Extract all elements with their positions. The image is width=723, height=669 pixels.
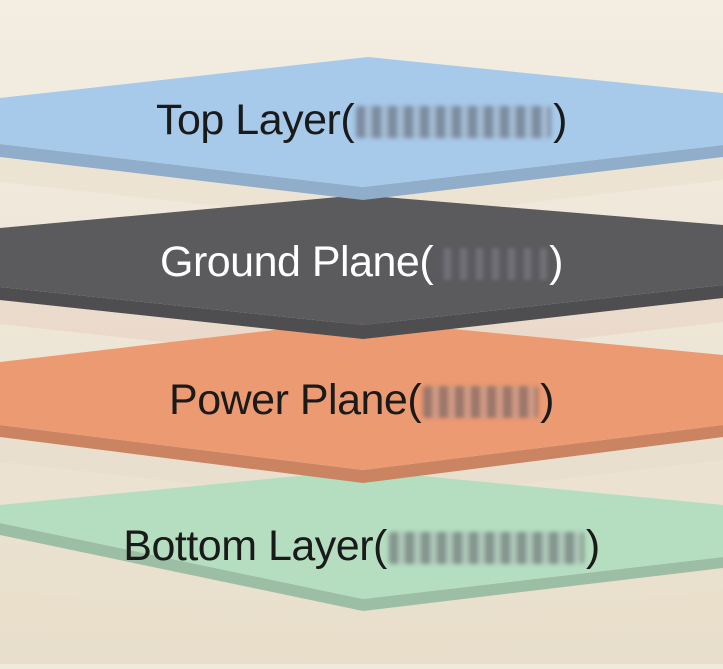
ground-plane-top <box>0 195 723 325</box>
top-layer-side <box>0 144 723 200</box>
top-layer-label: Top Layer() <box>0 96 723 145</box>
bottom-layer-label-close: ) <box>585 522 600 570</box>
redacted-text <box>435 248 548 280</box>
ground-plane-label-close: ) <box>549 238 563 286</box>
bottom-layer-label-text: Bottom Layer( <box>123 522 387 570</box>
power-plane-board <box>0 320 723 483</box>
top-layer-label-text: Top Layer( <box>156 96 355 144</box>
bottom-layer-top <box>0 470 723 599</box>
bottom-layer-side <box>0 523 723 611</box>
bottom-layer-label: Bottom Layer() <box>0 522 723 571</box>
redacted-text <box>356 106 552 138</box>
power-plane-side <box>0 425 723 483</box>
power-plane-label-close: ) <box>540 376 554 424</box>
redacted-text <box>388 532 584 564</box>
ground-plane-board <box>0 195 723 339</box>
bottom-layer-board <box>0 470 723 611</box>
ground-plane-label-text: Ground Plane( <box>160 238 434 286</box>
ground-plane-side <box>0 285 723 339</box>
ground-plane-label: Ground Plane() <box>0 238 723 287</box>
power-plane-label: Power Plane() <box>0 376 723 425</box>
redacted-text <box>423 386 539 418</box>
power-plane-label-text: Power Plane( <box>169 376 422 424</box>
separator-4 <box>0 590 723 662</box>
top-layer-label-close: ) <box>553 96 567 144</box>
power-plane-top <box>0 320 723 470</box>
